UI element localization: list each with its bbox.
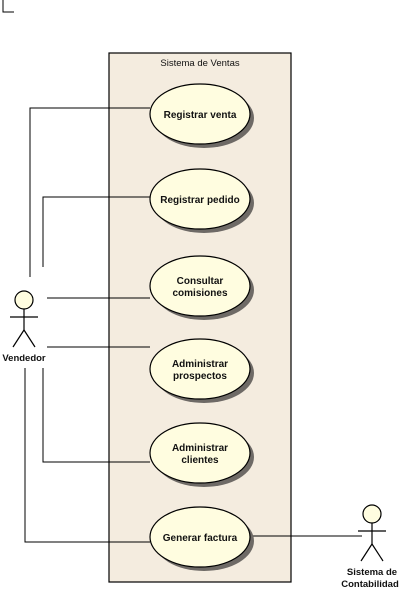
- use-case-ellipse: [149, 255, 251, 317]
- use-case-ellipse: [149, 422, 251, 484]
- association-administrar-clientes: [42, 368, 150, 463]
- use-case-registrar-pedido[interactable]: Registrar pedido: [149, 168, 254, 233]
- use-case-ellipse: [149, 338, 251, 400]
- use-case-label: Generar factura: [163, 533, 238, 544]
- use-case-label: Consultar: [177, 276, 224, 287]
- use-case-label: prospectos: [173, 371, 227, 382]
- use-case-registrar-venta[interactable]: Registrar venta: [149, 83, 254, 148]
- use-case-label: Administrar: [172, 443, 228, 454]
- use-case-label: clientes: [181, 455, 219, 466]
- use-case-label: comisiones: [172, 288, 227, 299]
- use-case-label: Registrar venta: [164, 110, 237, 121]
- associations: [24, 107, 362, 543]
- corner-mark: [2, 0, 14, 13]
- association-generar-factura: [24, 368, 150, 543]
- actor-contabilidad-label-line-1: Sistema de: [347, 567, 397, 578]
- association-registrar-venta: [29, 107, 150, 277]
- actor-contabilidad-label-line-2: Contabilidad: [341, 579, 399, 590]
- use-case-label: Administrar: [172, 359, 228, 370]
- use-case-generar-factura[interactable]: Generar factura: [149, 506, 254, 571]
- use-case-label: Registrar pedido: [160, 195, 239, 206]
- actor-contabilidad-head: [362, 504, 382, 524]
- actor-sistema-contabilidad[interactable]: Sistema de Contabilidad: [341, 504, 399, 590]
- actor-vendedor-head: [14, 290, 34, 310]
- actor-vendedor[interactable]: Vendedor: [2, 290, 46, 364]
- system-title: Sistema de Ventas: [160, 58, 239, 69]
- actor-vendedor-label: Vendedor: [2, 353, 46, 364]
- association-registrar-pedido: [42, 196, 150, 267]
- use-case-ellipse: [149, 506, 251, 568]
- use-case-ellipse: [149, 83, 251, 145]
- use-case-ellipse: [149, 168, 251, 230]
